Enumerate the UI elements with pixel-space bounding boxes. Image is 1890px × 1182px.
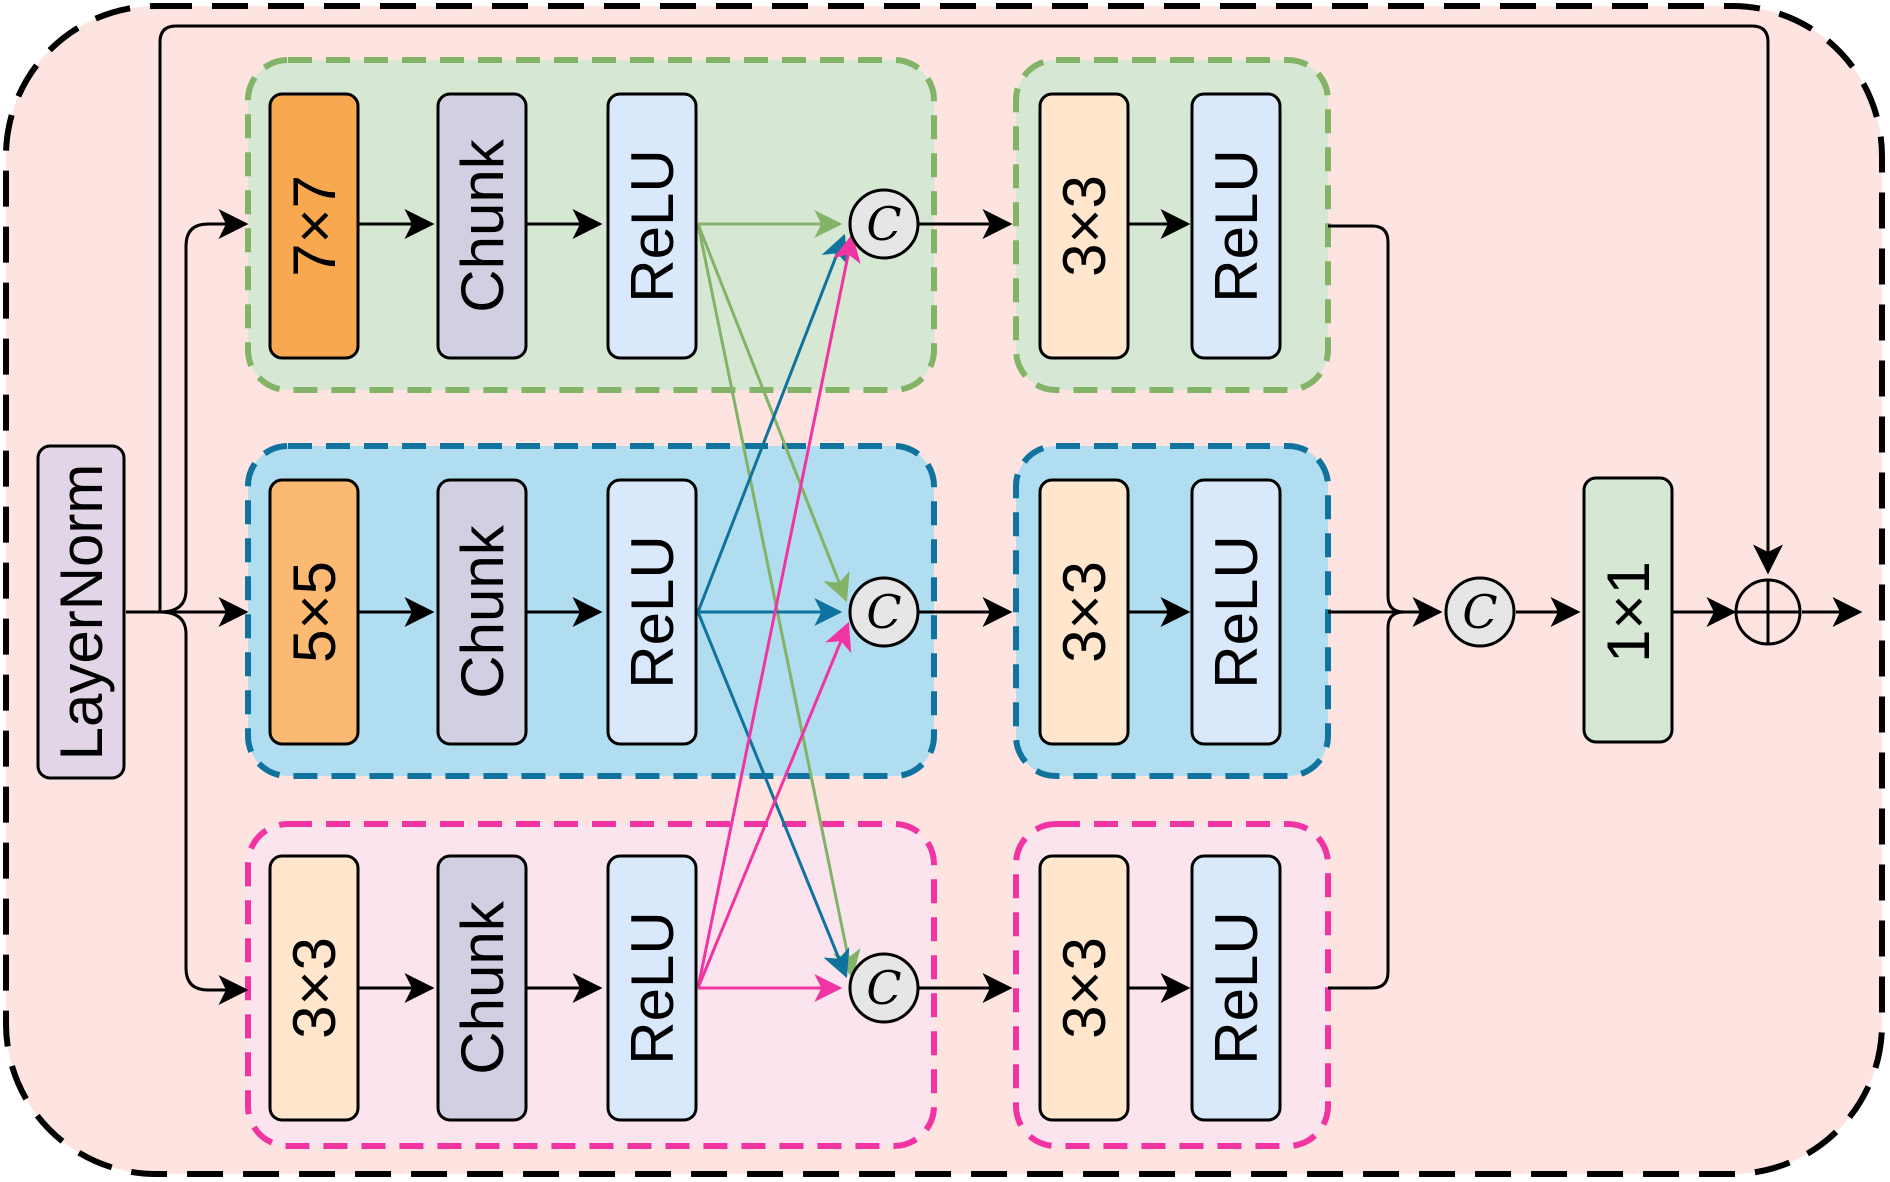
refine1-conv: 3×3 <box>1038 92 1130 360</box>
branch3-relu: ReLU <box>606 854 698 1122</box>
refine3-relu: ReLU <box>1190 854 1282 1122</box>
fanout-branch1 <box>159 209 249 614</box>
refine2-relu: ReLU <box>1190 478 1282 746</box>
branch2-conv-label: 5×5 <box>281 561 348 663</box>
branch3-conv: 3×3 <box>268 854 360 1122</box>
concat-symbol: C <box>866 197 901 251</box>
refine3-conv: 3×3 <box>1038 854 1130 1122</box>
refine1-conv-label: 3×3 <box>1051 175 1118 277</box>
projection-label: 1×1 <box>1595 561 1662 663</box>
branch1-chunk-label: Chunk <box>449 138 516 312</box>
concat-node-3: C <box>848 952 920 1024</box>
blue-to-c1 <box>696 233 848 613</box>
refine1-relu: ReLU <box>1190 92 1282 360</box>
add-node: ⊕ <box>1734 578 1802 646</box>
branch1-conv-label: 7×7 <box>281 175 348 277</box>
concat-symbol: C <box>866 961 901 1015</box>
branch2-relu-label: ReLU <box>619 535 686 688</box>
refine2-conv: 3×3 <box>1038 478 1130 746</box>
branch2-chunk: Chunk <box>436 478 528 746</box>
branch2-chunk-label: Chunk <box>449 524 516 698</box>
branch3-chunk: Chunk <box>436 854 528 1122</box>
branch2-relu: ReLU <box>606 478 698 746</box>
final-concat-node: C <box>1444 576 1516 648</box>
branch3-conv-label: 3×3 <box>281 937 348 1039</box>
layernorm-label: LayerNorm <box>48 464 115 761</box>
projection-block: 1×1 <box>1582 476 1674 744</box>
fanout-branch3 <box>159 610 249 1005</box>
concat-node-1: C <box>848 188 920 260</box>
refine2-relu-label: ReLU <box>1203 535 1270 688</box>
branch3-relu-label: ReLU <box>619 911 686 1064</box>
refine3-relu-label: ReLU <box>1203 911 1270 1064</box>
branch1-chunk: Chunk <box>436 92 528 360</box>
cross-connections <box>696 210 861 1002</box>
connectors <box>126 24 1863 1005</box>
concat-symbol: C <box>1462 585 1497 639</box>
blue-to-c3 <box>696 611 850 979</box>
branch1-relu-label: ReLU <box>619 149 686 302</box>
pink-to-c1 <box>696 233 861 989</box>
branch1-conv: 7×7 <box>268 92 360 360</box>
pink-to-c2 <box>696 621 852 989</box>
refine3-conv-label: 3×3 <box>1051 937 1118 1039</box>
skip-connection <box>126 24 1783 614</box>
refine1-relu-label: ReLU <box>1203 149 1270 302</box>
refine2-conv-label: 3×3 <box>1051 561 1118 663</box>
green-to-c3 <box>696 223 861 979</box>
branch1-relu: ReLU <box>606 92 698 360</box>
layernorm-block: LayerNorm <box>36 444 126 780</box>
green-to-c2 <box>696 223 850 603</box>
branch3-chunk-label: Chunk <box>449 900 516 1074</box>
concat-symbol: C <box>866 585 901 639</box>
branch2-conv: 5×5 <box>268 478 360 746</box>
concat-node-2: C <box>848 576 920 648</box>
